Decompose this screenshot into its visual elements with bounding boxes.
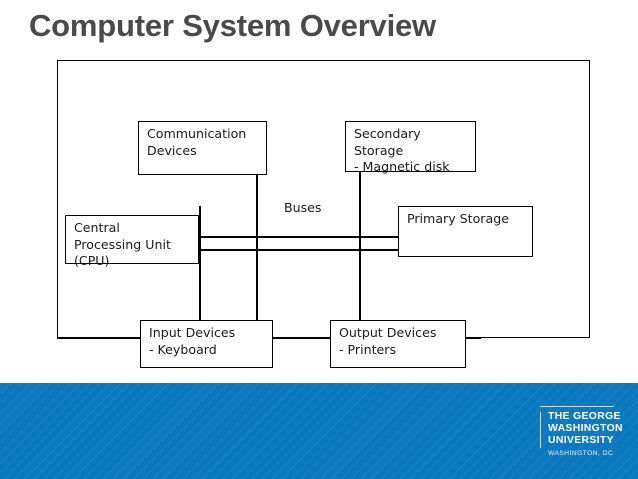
node-output-devices[interactable]: Output Devices - Printers bbox=[330, 320, 466, 368]
logo-line-washington: WASHINGTON bbox=[548, 422, 623, 434]
footer-band bbox=[0, 383, 638, 479]
gw-university-logo: THE GEORGE WASHINGTON UNIVERSITY WASHING… bbox=[540, 406, 623, 459]
connector-output-to-frame bbox=[464, 337, 481, 339]
bus-label: Buses bbox=[281, 200, 325, 216]
bus-line-upper bbox=[199, 236, 399, 238]
connector-frame-to-input bbox=[57, 337, 142, 339]
page-title: Computer System Overview bbox=[29, 8, 436, 43]
logo-line-university: UNIVERSITY bbox=[548, 434, 614, 446]
logo-rule-top bbox=[540, 406, 614, 408]
logo-text-block: THE GEORGE WASHINGTON UNIVERSITY WASHING… bbox=[540, 411, 623, 459]
logo-line-city: WASHINGTON, DC bbox=[548, 450, 614, 458]
node-input-devices[interactable]: Input Devices - Keyboard bbox=[140, 320, 273, 368]
connector-secondary-to-bus bbox=[359, 172, 361, 320]
connector-input-to-output bbox=[272, 337, 332, 339]
logo-rule-left bbox=[540, 412, 542, 449]
computer-system-diagram: Buses Communication Devices Secondary St… bbox=[57, 60, 590, 368]
node-cpu[interactable]: Central Processing Unit (CPU) bbox=[65, 215, 199, 268]
connector-cpu-vertical bbox=[199, 206, 201, 320]
connector-communication-to-bus bbox=[256, 175, 258, 320]
node-primary-storage[interactable]: Primary Storage bbox=[398, 206, 533, 257]
node-communication-devices[interactable]: Communication Devices bbox=[138, 121, 267, 175]
logo-line-the-george: THE GEORGE bbox=[548, 411, 621, 423]
node-secondary-storage[interactable]: Secondary Storage - Magnetic disk bbox=[345, 121, 476, 174]
bus-line-lower bbox=[199, 249, 399, 251]
system-boundary-frame bbox=[57, 60, 590, 338]
